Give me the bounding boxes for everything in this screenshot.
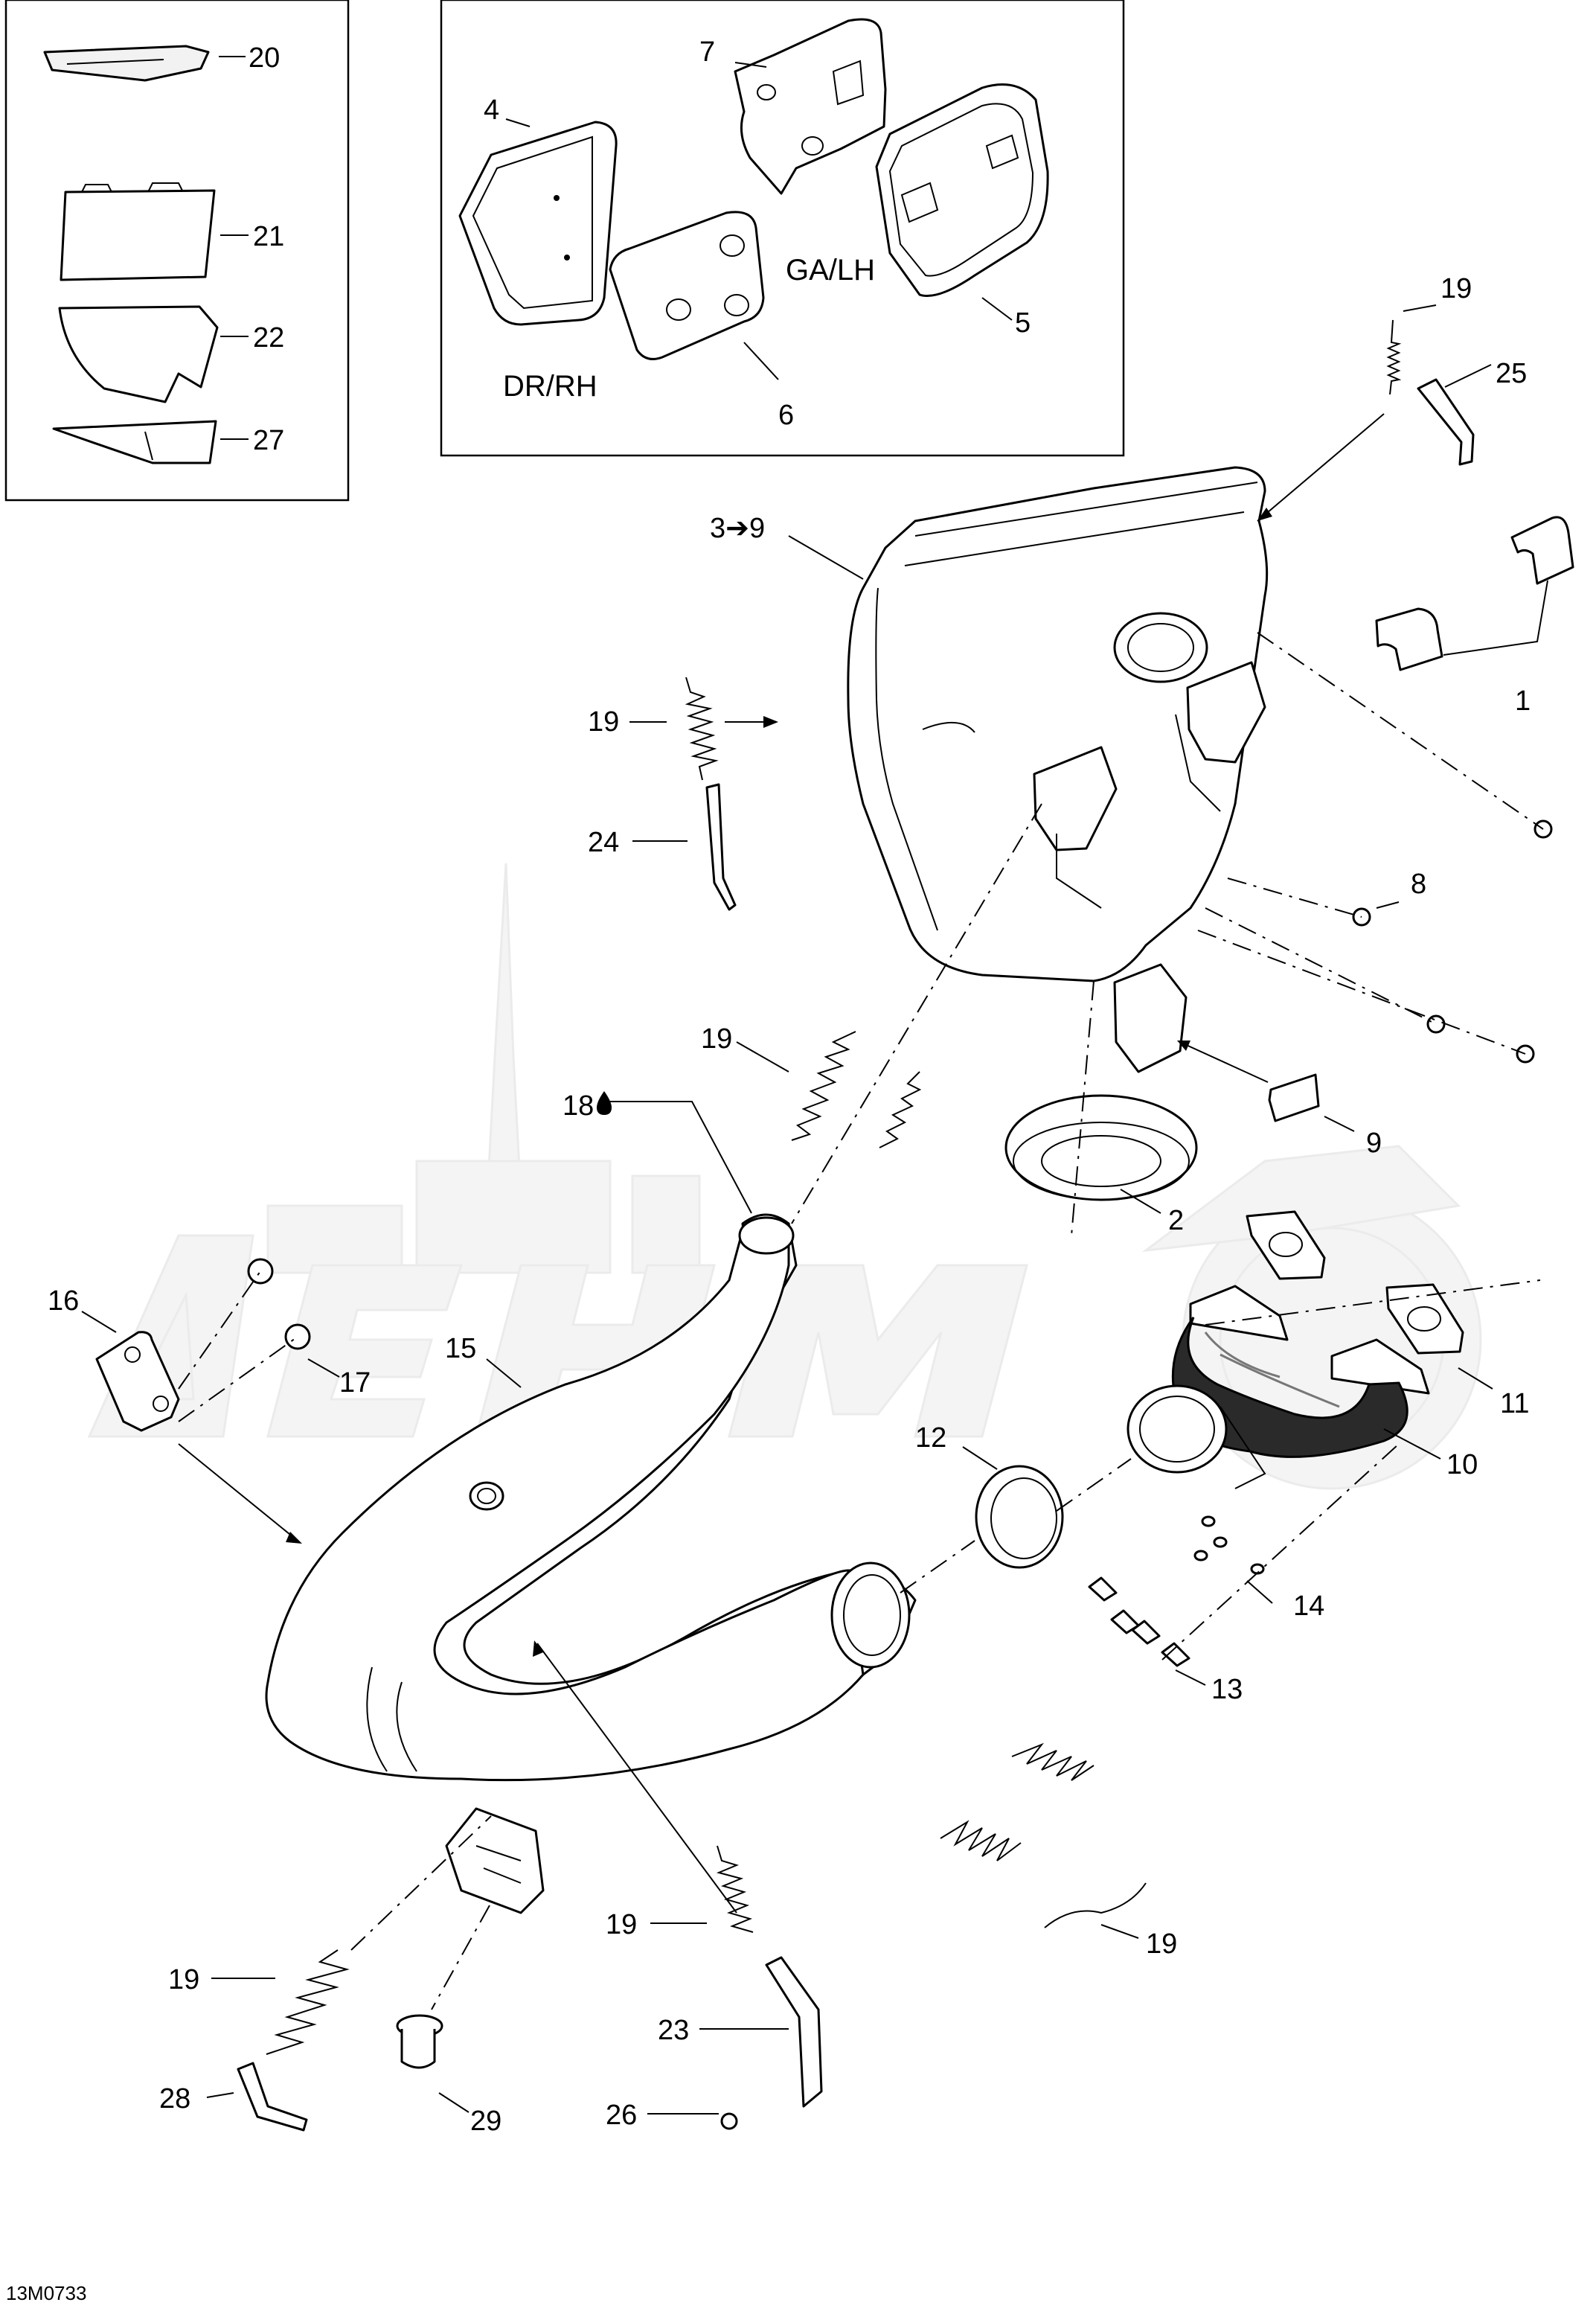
- screw-part-26: [720, 2112, 738, 2130]
- heat-shield-part-7: [734, 18, 887, 195]
- callout-18: 18: [563, 1090, 594, 1122]
- callout-28: 28: [159, 2083, 190, 2115]
- watermark-logo: [87, 863, 1482, 1490]
- drop-icon: [597, 1091, 612, 1115]
- callout-19-tail: 19: [701, 1023, 732, 1055]
- arrows: [178, 413, 1385, 1914]
- grommet-part-29: [396, 2014, 443, 2069]
- callout-22: 22: [253, 322, 284, 354]
- clip-part-16: [95, 1331, 180, 1432]
- callout-19-bottom-mid: 19: [606, 1909, 637, 1940]
- callout-19-top: 19: [1440, 273, 1472, 304]
- bracket-part-25: [1417, 378, 1475, 466]
- callout-3-9: 3➔9: [710, 513, 765, 544]
- leader-lines: [81, 56, 1548, 2115]
- diagram-code: 13M0733: [6, 2282, 86, 2304]
- label-right-side: DR/RH: [503, 370, 597, 403]
- spring-part-19-right-a: [940, 1742, 1147, 1928]
- callout-19-bottom-right: 19: [1146, 1928, 1177, 1960]
- callout-8: 8: [1411, 869, 1426, 900]
- bracket-part-28: [237, 2062, 308, 2132]
- callout-13: 13: [1211, 1674, 1243, 1705]
- ring-part-12: [975, 1465, 1064, 1569]
- rubber-block-part-1: [1375, 516, 1574, 671]
- callout-21: 21: [253, 221, 284, 252]
- callout-29: 29: [470, 2106, 501, 2137]
- callout-10: 10: [1446, 1449, 1478, 1480]
- callout-11: 11: [1500, 1388, 1529, 1419]
- callout-5: 5: [1015, 307, 1031, 339]
- callout-27: 27: [253, 425, 284, 456]
- decal-part-22: [58, 305, 219, 403]
- spring-part-19-b: [879, 1071, 922, 1148]
- callout-24: 24: [588, 827, 619, 858]
- muffler-part-3: [847, 466, 1269, 982]
- decal-part-20: [43, 45, 210, 82]
- decal-part-21: [60, 182, 216, 281]
- bolt-part-13: [1088, 1576, 1190, 1667]
- assembly-lines: [178, 632, 1544, 2010]
- callout-23: 23: [658, 2015, 689, 2046]
- spring-part-19-mid: [685, 677, 719, 781]
- gasket-part-11: [1246, 1210, 1464, 1355]
- callout-19-bottom-left: 19: [168, 1964, 199, 1995]
- label-left-side: GA/LH: [786, 254, 875, 287]
- callout-14: 14: [1293, 1591, 1324, 1622]
- callout-19-mid: 19: [588, 706, 619, 738]
- manifold-part-10: [1127, 1285, 1430, 1489]
- decal-part-27: [52, 420, 217, 464]
- spring-part-19-top: [1386, 319, 1402, 395]
- callout-9: 9: [1366, 1128, 1382, 1159]
- callout-25: 25: [1496, 358, 1527, 389]
- grommet-part-17: [247, 1258, 311, 1350]
- callout-4: 4: [484, 95, 499, 126]
- nut-part-14: [1193, 1515, 1265, 1575]
- spring-part-19-a: [791, 1031, 856, 1141]
- callout-17: 17: [339, 1367, 371, 1399]
- callout-6: 6: [778, 400, 794, 431]
- heat-shield-part-6: [609, 211, 765, 360]
- grommet-part-2: [1004, 1094, 1198, 1201]
- spring-part-19-bottom-left: [266, 1949, 350, 2055]
- callout-1: 1: [1515, 685, 1531, 717]
- callout-15: 15: [445, 1333, 476, 1364]
- callout-26: 26: [606, 2100, 637, 2131]
- bracket-part-23: [765, 1956, 823, 2108]
- spring-part-19-bottom-mid: [716, 1845, 754, 1933]
- callout-20: 20: [249, 42, 280, 74]
- decals-box: [4, 0, 350, 502]
- bracket-part-24: [705, 783, 737, 911]
- heat-shield-part-5: [875, 83, 1049, 298]
- bracket-part-under-pipe: [445, 1807, 545, 1914]
- clip-part-9: [1113, 963, 1320, 1122]
- callout-2: 2: [1168, 1205, 1184, 1236]
- callout-12: 12: [915, 1422, 946, 1454]
- callout-7: 7: [699, 36, 715, 68]
- tuned-pipe-part-15: [265, 1213, 917, 1782]
- heat-shield-part-4: [458, 121, 618, 326]
- heat-shields-box: [440, 0, 1125, 457]
- callout-16: 16: [48, 1285, 79, 1317]
